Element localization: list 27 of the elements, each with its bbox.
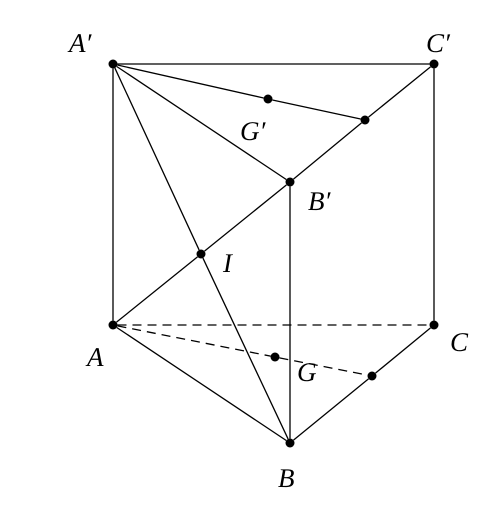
point-label: B	[278, 463, 294, 493]
point-label: B′	[308, 186, 330, 216]
line-segment	[116, 326, 287, 442]
line-segment	[116, 66, 287, 180]
point-label: A′	[69, 28, 92, 58]
line-segment	[293, 122, 362, 180]
point-label: C′	[426, 28, 450, 58]
line-segment	[204, 184, 287, 252]
line-segment	[114, 68, 200, 250]
line-segment	[202, 258, 289, 440]
line-segment	[112, 68, 114, 320]
line-segment	[118, 63, 430, 65]
line-segment	[293, 378, 369, 441]
point-label: G	[297, 357, 316, 387]
line-segment	[433, 68, 435, 320]
line-segment	[375, 327, 431, 374]
line-segment	[289, 186, 291, 438]
point-label: G′	[240, 116, 266, 146]
point-label: C	[450, 327, 468, 357]
point-label: I	[223, 248, 232, 278]
line-segment	[272, 99, 361, 120]
dashed-line	[118, 324, 430, 326]
line-segment	[117, 64, 264, 99]
point-label: A	[87, 342, 104, 372]
line-segment	[368, 66, 431, 118]
line-segment	[116, 256, 198, 323]
dashed-line	[117, 325, 271, 357]
